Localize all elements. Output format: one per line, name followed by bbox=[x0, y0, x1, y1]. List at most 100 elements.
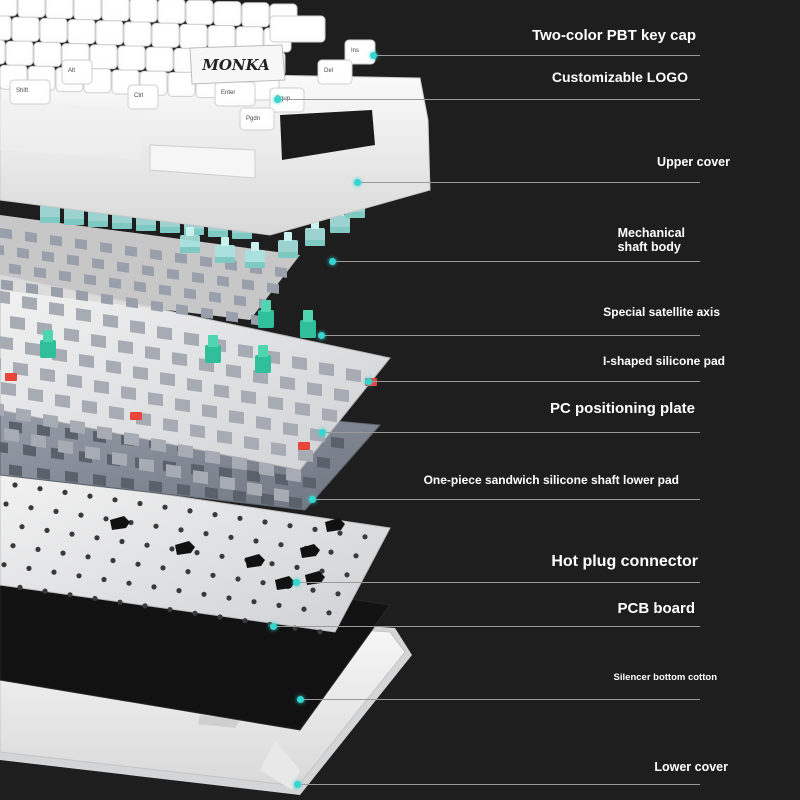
keycap bbox=[17, 0, 46, 18]
grid-hole bbox=[59, 270, 71, 282]
plate-hole bbox=[145, 346, 160, 361]
pcb-hole bbox=[94, 535, 100, 541]
grid-hole bbox=[101, 293, 113, 305]
pad-hole bbox=[149, 480, 162, 493]
keycap bbox=[45, 0, 74, 19]
plate-hole bbox=[229, 410, 244, 425]
plate-hole bbox=[319, 362, 334, 377]
pcb-hole bbox=[317, 629, 323, 635]
switch bbox=[180, 227, 200, 253]
label-i-pad: I-shaped silicone pad bbox=[602, 354, 725, 368]
hotswap-socket bbox=[325, 518, 345, 532]
keycap bbox=[33, 41, 62, 67]
leader-bottom-cotton bbox=[300, 699, 700, 700]
grid-hole bbox=[9, 263, 21, 275]
grid-hole bbox=[1, 279, 13, 291]
pad-hole bbox=[289, 496, 302, 509]
label-sandwich-pad: One-piece sandwich silicone shaft lower … bbox=[423, 473, 679, 487]
grid-hole bbox=[25, 231, 37, 243]
keycap bbox=[151, 22, 180, 48]
keycap bbox=[0, 64, 28, 90]
plate-hole bbox=[226, 364, 241, 379]
pcb-hole bbox=[212, 511, 218, 518]
silicone-pad-red bbox=[130, 412, 142, 420]
plate-hole bbox=[0, 401, 4, 417]
plate-hole bbox=[133, 366, 148, 381]
pcb-hole bbox=[117, 599, 123, 605]
dot-upper-cover bbox=[354, 179, 361, 186]
plate-hole bbox=[58, 440, 73, 455]
plate-hole bbox=[43, 414, 58, 429]
dot-hotswap bbox=[293, 579, 300, 586]
pcb-hole bbox=[251, 599, 257, 605]
dot-pcb bbox=[270, 623, 277, 630]
dot-switch bbox=[329, 258, 336, 265]
keycap bbox=[5, 40, 34, 66]
leader-lower-cover bbox=[297, 784, 700, 785]
plate-hole bbox=[13, 362, 28, 377]
pcb-hole bbox=[112, 497, 118, 503]
grid-hole bbox=[159, 284, 171, 296]
keycap-legend: Ctrl bbox=[134, 93, 143, 99]
leader-plate bbox=[322, 432, 700, 433]
silicone-pad-red bbox=[5, 373, 17, 381]
plate-hole bbox=[271, 442, 286, 457]
keycap bbox=[269, 15, 326, 43]
keycap: Shift bbox=[9, 79, 51, 105]
grid-hole bbox=[176, 304, 188, 316]
plate-hole bbox=[130, 320, 145, 335]
pcb-hole bbox=[92, 595, 98, 602]
plate-hole bbox=[151, 438, 166, 453]
pcb-hole bbox=[69, 531, 75, 537]
plate-hole bbox=[232, 456, 247, 471]
pad-hole bbox=[205, 486, 218, 500]
pcb-hole bbox=[28, 505, 34, 511]
grid-hole bbox=[217, 275, 229, 287]
pcb-hole bbox=[10, 543, 16, 549]
grid-hole bbox=[42, 251, 54, 263]
keycap bbox=[89, 44, 118, 70]
pcb-hole bbox=[192, 610, 198, 616]
keycap bbox=[213, 1, 242, 27]
pcb-hole bbox=[310, 587, 316, 593]
plate-hole bbox=[274, 488, 289, 503]
plate-hole bbox=[283, 422, 298, 437]
pcb-hole bbox=[219, 553, 225, 559]
pcb-hole bbox=[128, 519, 134, 526]
pcb-hole bbox=[67, 592, 73, 598]
plate-hole bbox=[247, 482, 262, 497]
grid-hole bbox=[150, 249, 162, 261]
pcb-hole bbox=[153, 523, 159, 529]
pad-hole bbox=[247, 470, 260, 483]
keycap bbox=[129, 0, 158, 23]
grid-hole bbox=[226, 311, 238, 323]
plate-hole bbox=[82, 400, 97, 415]
grid-hole bbox=[126, 297, 138, 309]
dot-plate bbox=[319, 429, 326, 436]
pad-hole bbox=[37, 467, 50, 480]
plate-hole bbox=[241, 390, 256, 405]
grid-hole bbox=[209, 291, 221, 303]
plate-hole bbox=[178, 444, 193, 459]
keycap: Enter bbox=[214, 81, 256, 107]
pcb-hole bbox=[187, 508, 193, 514]
pcb-hole bbox=[194, 550, 200, 556]
keycap bbox=[0, 15, 12, 41]
dot-bottom-cotton bbox=[297, 696, 304, 703]
plate-hole bbox=[139, 458, 154, 473]
plate-hole bbox=[217, 430, 232, 445]
grid-hole bbox=[92, 258, 104, 270]
pad-hole bbox=[93, 474, 106, 487]
hotswap-socket bbox=[305, 571, 325, 585]
plate-hole bbox=[295, 402, 310, 417]
pcb-hole bbox=[12, 482, 18, 488]
grid-hole bbox=[34, 267, 46, 279]
keycap-legend: Alt bbox=[68, 68, 75, 74]
plate-hole bbox=[70, 420, 85, 435]
plate-hole bbox=[103, 314, 118, 329]
pcb-hole bbox=[278, 542, 284, 548]
plate-hole bbox=[1, 382, 16, 397]
silicone-pad-red bbox=[298, 442, 310, 450]
pcb-hole bbox=[17, 584, 23, 591]
stabilizer bbox=[205, 335, 221, 363]
